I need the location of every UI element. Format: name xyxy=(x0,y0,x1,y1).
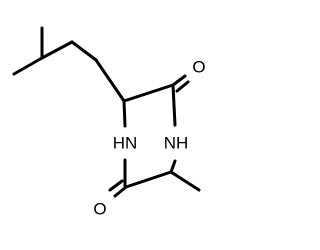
nitrogen-right-label: NH xyxy=(164,134,189,153)
oxygen-bottom-label: O xyxy=(93,200,106,219)
bond-chain-1 xyxy=(40,40,74,60)
piperazine-ring xyxy=(122,83,177,189)
double-bond-top-a xyxy=(171,74,187,87)
nitrogen-left-label: HN xyxy=(113,134,138,153)
bond-methyl-left xyxy=(12,56,44,76)
double-bond-top-b xyxy=(175,80,190,93)
bond-n1-c6 xyxy=(169,159,177,174)
bond-methyl-substituent xyxy=(169,170,201,192)
bond-chain-2 xyxy=(70,40,98,62)
bond-n4-c3 xyxy=(122,99,127,128)
double-bond-bottom-a xyxy=(113,185,128,198)
carbonyl-bottom xyxy=(108,179,128,198)
bond-chain-to-ring xyxy=(94,58,126,103)
double-bond-bottom-b xyxy=(108,179,124,192)
molecule-structure: O HN NH O xyxy=(12,26,206,219)
bond-c3-c2 xyxy=(122,83,175,103)
bond-c2-n1 xyxy=(171,83,177,127)
oxygen-top-label: O xyxy=(192,58,205,77)
isobutyl-chain xyxy=(12,26,126,103)
bond-c6-c5 xyxy=(124,170,173,189)
carbonyl-top xyxy=(171,74,190,93)
